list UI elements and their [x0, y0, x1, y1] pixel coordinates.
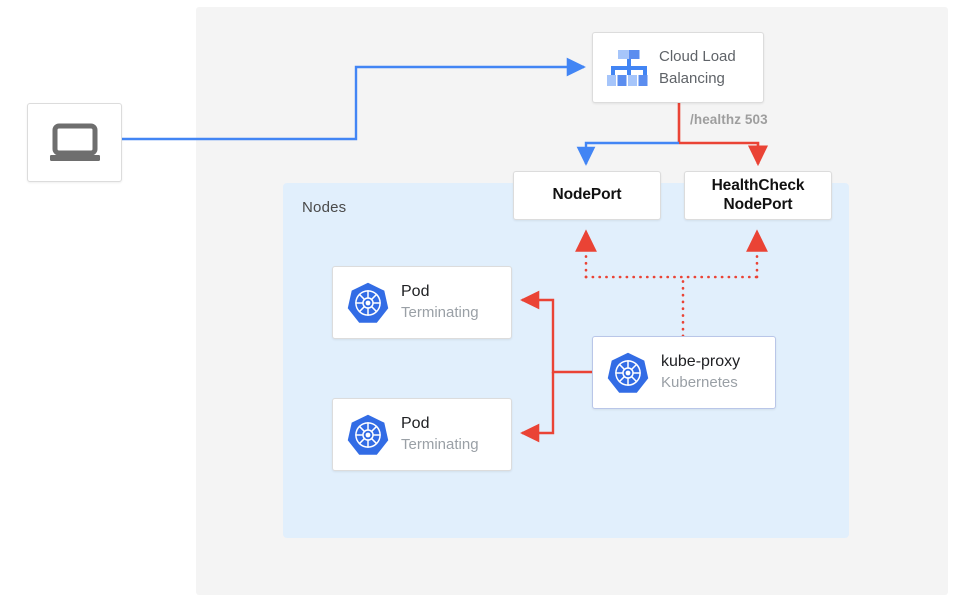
cloud-load-balancing-line-2: Balancing: [659, 69, 725, 87]
kube-proxy-card[interactable]: kube-proxy Kubernetes: [592, 336, 776, 409]
pod-title: Pod: [401, 415, 430, 433]
pod-card[interactable]: Pod Terminating: [332, 398, 512, 471]
healthcheck-nodeport-line-2: NodePort: [723, 195, 793, 213]
pod-card[interactable]: Pod Terminating: [332, 266, 512, 339]
healthz-edge-label: /healthz 503: [690, 112, 768, 127]
healthcheck-nodeport-line-1: HealthCheck: [711, 176, 805, 194]
nodeport-label: NodePort: [552, 186, 622, 204]
kubernetes-icon: [601, 346, 655, 400]
kubernetes-icon: [341, 408, 395, 462]
cloud-load-balancing-card[interactable]: Cloud Load Balancing: [592, 32, 764, 103]
client-laptop-card[interactable]: [27, 103, 122, 182]
cloud-load-balancing-line-1: Cloud Load: [659, 48, 736, 66]
kube-proxy-title: kube-proxy: [661, 353, 741, 371]
pod-text: Pod Terminating: [401, 282, 479, 322]
nodes-region-label: Nodes: [302, 199, 347, 216]
kube-proxy-subtitle: Kubernetes: [661, 374, 738, 392]
cloud-load-balancing-text: Cloud Load Balancing: [659, 46, 736, 89]
pod-text: Pod Terminating: [401, 414, 479, 454]
laptop-icon: [49, 123, 100, 161]
nodeport-card[interactable]: NodePort: [513, 171, 661, 220]
pod-status: Terminating: [401, 304, 479, 322]
healthcheck-nodeport-card[interactable]: HealthCheck NodePort: [684, 171, 832, 220]
kubernetes-icon: [341, 276, 395, 330]
kube-proxy-text: kube-proxy Kubernetes: [661, 352, 740, 392]
cloud-load-balancing-icon: [601, 46, 657, 90]
healthcheck-nodeport-label: HealthCheck NodePort: [712, 177, 805, 215]
pod-title: Pod: [401, 283, 430, 301]
pod-status: Terminating: [401, 436, 479, 454]
